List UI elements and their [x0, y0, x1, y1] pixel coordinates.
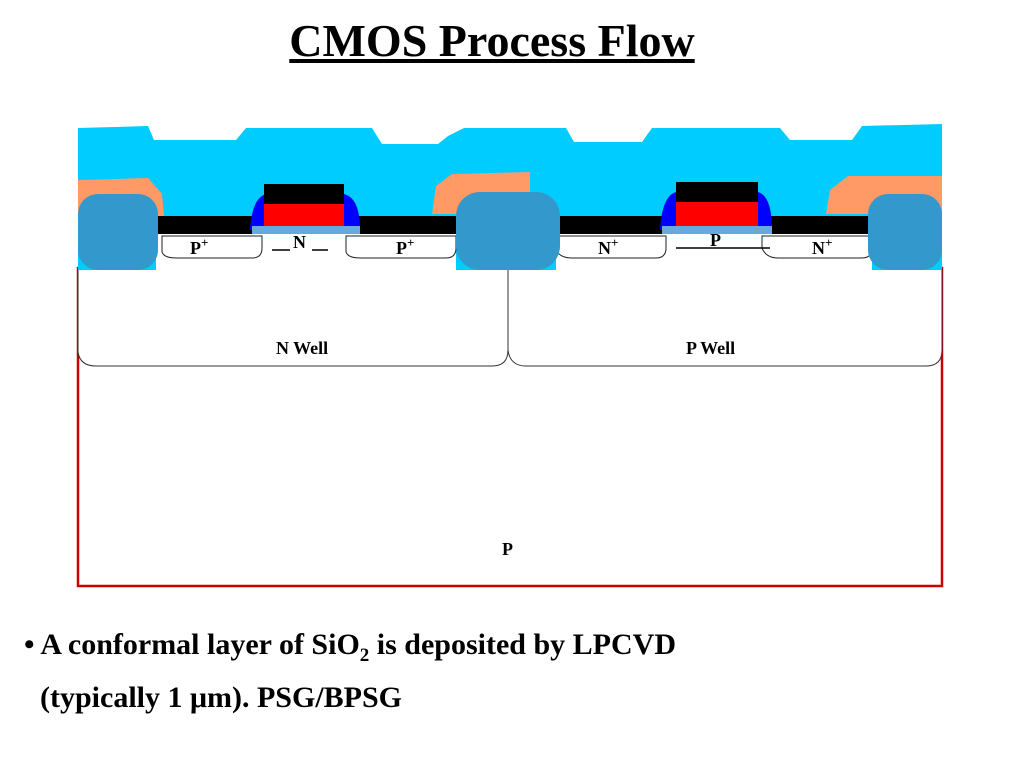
p-plus-right-label: P+ [396, 235, 414, 258]
page-title: CMOS Process Flow [289, 15, 695, 66]
field-oxide-center [456, 192, 560, 270]
contact-strip-2 [358, 216, 458, 234]
contact-strip-3 [556, 216, 664, 234]
p-plus-right-implant [345, 235, 457, 259]
bullet-text-part1: A conformal layer of SiO [40, 628, 360, 661]
pmos-gate-poly [264, 202, 344, 226]
cmos-cross-section-diagram: P+ N P+ N+ P N+ N Well P Well P [76, 124, 944, 588]
nmos-gate-poly [676, 200, 758, 226]
p-plus-left-implant [161, 235, 263, 259]
p-channel-label: P [710, 230, 721, 250]
p-well [507, 268, 943, 367]
p-well-label: P Well [686, 338, 735, 358]
n-channel-label: N [293, 232, 306, 252]
n-plus-left-label: N+ [598, 235, 618, 258]
bullet-text-line2: (typically 1 μm). PSG/BPSG [40, 681, 403, 714]
n-well [77, 268, 509, 367]
contact-strip-4 [770, 216, 870, 234]
n-plus-right-label: N+ [812, 235, 832, 258]
p-plus-left-label: P+ [190, 235, 208, 258]
substrate-label: P [502, 539, 513, 559]
n-well-label: N Well [276, 338, 328, 358]
pmos-gate-oxide [252, 226, 360, 234]
bullet-text-part2: is deposited by LPCVD [369, 628, 677, 661]
bullet-symbol: • [24, 628, 35, 661]
bullet-subscript: 2 [359, 645, 370, 666]
bullet-point: • A conformal layer of SiO2 is deposited… [24, 624, 676, 719]
nmos-gate-cap [676, 182, 758, 202]
nmos-gate-oxide [662, 226, 772, 234]
contact-strip-1 [156, 216, 252, 234]
field-oxide-left [78, 194, 158, 270]
field-oxide-right [868, 194, 942, 270]
pmos-gate-cap [264, 184, 344, 204]
